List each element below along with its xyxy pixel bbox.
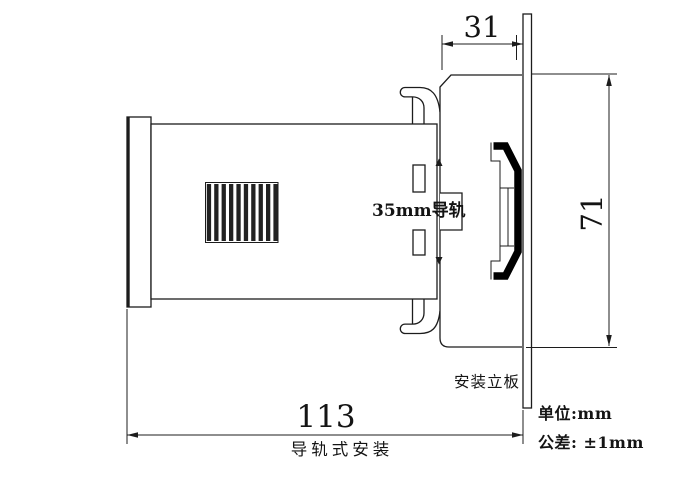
front-bezel bbox=[126, 116, 152, 308]
grille-bar bbox=[243, 184, 249, 241]
dim-31 bbox=[441, 35, 523, 70]
rail-clip-slot-bottom bbox=[412, 229, 426, 256]
grille-bar bbox=[266, 184, 271, 241]
bottom-spring-hook bbox=[399, 299, 441, 335]
arrowhead-right-icon bbox=[512, 41, 523, 47]
vent-grille bbox=[205, 182, 279, 243]
rail-channel-outline bbox=[490, 142, 514, 280]
arrowhead-right-icon bbox=[512, 432, 523, 438]
rail-clip-slot-top bbox=[412, 164, 426, 193]
mounting-plate-label: 安装立板 bbox=[454, 373, 521, 391]
latch-barb-top bbox=[435, 158, 443, 166]
grille-bar bbox=[273, 184, 278, 241]
unit-note: 单位:mm bbox=[538, 404, 613, 423]
device-side-view bbox=[126, 13, 533, 409]
din-rail-profile bbox=[493, 142, 522, 280]
grille-bar bbox=[258, 184, 263, 241]
top-spring-hook bbox=[399, 86, 441, 124]
arrowhead-up-icon bbox=[606, 75, 612, 86]
arrowhead-down-icon bbox=[606, 335, 612, 346]
grille-bar bbox=[214, 184, 219, 241]
rail-label: 35mm导轨 bbox=[372, 201, 466, 221]
dim-value-71: 71 bbox=[575, 194, 609, 232]
device-body bbox=[150, 123, 438, 300]
dim-value-113: 113 bbox=[296, 399, 356, 435]
grille-bar bbox=[251, 184, 256, 241]
grille-bar bbox=[229, 184, 234, 241]
dim-113 bbox=[126, 309, 524, 444]
latch-barb-bottom bbox=[435, 257, 443, 265]
grille-bar bbox=[206, 184, 212, 241]
arrowhead-left-icon bbox=[127, 432, 138, 438]
mounting-type-caption: 导轨式安装 bbox=[290, 440, 394, 459]
grille-bar bbox=[221, 184, 226, 241]
tolerance-note: 公差: ±1mm bbox=[538, 433, 644, 452]
grille-bar bbox=[236, 184, 241, 241]
arrowhead-left-icon bbox=[442, 41, 453, 47]
housing-latch-tab bbox=[440, 192, 463, 231]
mounting-plate bbox=[522, 13, 533, 409]
dim-71 bbox=[526, 73, 617, 348]
dim-value-31: 31 bbox=[463, 10, 501, 44]
dimension-lines bbox=[126, 35, 617, 444]
